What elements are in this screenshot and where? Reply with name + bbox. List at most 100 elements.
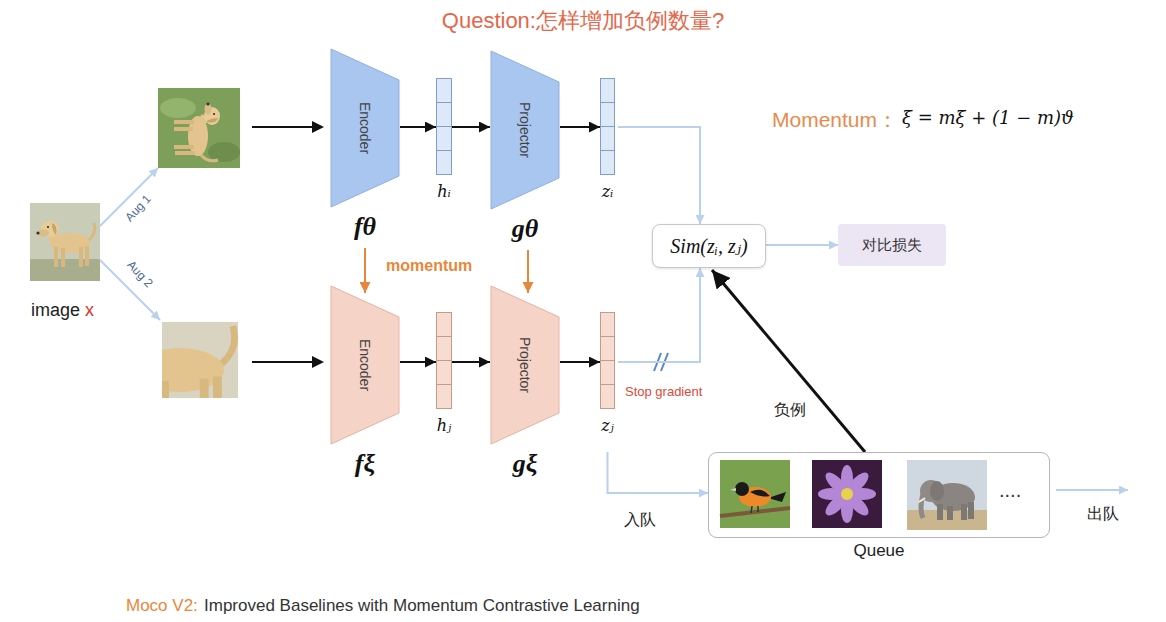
bird-photo [750, 490, 770, 497]
vector-cell [436, 336, 452, 361]
vector-cell [436, 360, 452, 385]
augmented-photo [162, 322, 238, 398]
connector-arrow [452, 361, 490, 363]
bird-photo [751, 506, 752, 513]
dog-photo [30, 203, 100, 281]
negative-queue: ....Queue [708, 452, 1050, 538]
dog-photo [30, 203, 100, 281]
connector-arrow [364, 248, 366, 293]
augmentation-label: Aug 1 [122, 191, 155, 225]
momentum-label: momentum [386, 257, 472, 275]
elephant-photo [947, 506, 953, 520]
input-label: image [31, 300, 80, 321]
vector-symbol: zⱼ [601, 416, 614, 436]
input-arrow [312, 121, 324, 133]
slide-title: Question:怎样增加负例数量? [0, 6, 1166, 36]
augmented-photo [208, 142, 240, 162]
elephant-photo [937, 504, 943, 520]
edge-label: 负例 [772, 400, 808, 421]
input-arrow [252, 126, 314, 128]
embedding-vector: zᵢ [600, 78, 615, 218]
block-label-area: Projector [490, 50, 560, 210]
block-shape [491, 286, 559, 444]
block-label: Projector [517, 102, 533, 158]
bird-photo [757, 506, 759, 512]
flower-photo [812, 460, 882, 528]
ellipsis-text: .... [999, 479, 1021, 502]
augmented-photo [106, 322, 238, 423]
vector-cell [600, 126, 615, 151]
dequeue-arrow [1056, 489, 1128, 491]
block-label-area: Encoder [330, 285, 400, 445]
connector-arrow [618, 268, 700, 362]
vector-cell [600, 150, 615, 175]
vector-cell [600, 102, 615, 127]
loss-box: 对比损失 [838, 224, 946, 266]
elephant-photo [907, 460, 987, 530]
projector-block: Projectorgθ [490, 50, 560, 250]
dog-photo [36, 221, 94, 267]
vector-symbol: zᵢ [602, 182, 614, 202]
block-label: Projector [517, 337, 533, 393]
dequeue-label: 出队 [1087, 504, 1119, 525]
augmented-photo [158, 88, 240, 168]
vector-cell [436, 312, 452, 337]
input-arrow [252, 121, 324, 368]
connector-arrow [527, 250, 529, 293]
augmentation-label: Aug 2 [124, 257, 157, 291]
similarity-box: Sim(zᵢ, zⱼ) [652, 224, 766, 268]
connector-arrow [400, 361, 436, 363]
flower-photo [841, 488, 853, 500]
feature-vector: hⱼ [436, 312, 452, 452]
augmented-photo [162, 322, 235, 398]
block-shape [331, 49, 399, 207]
title-text: Question:怎样增加负例数量? [442, 8, 724, 33]
elephant-photo [930, 481, 944, 501]
function-symbol: fξ [355, 449, 375, 479]
connector-arrow [560, 126, 600, 128]
caption-name: Moco V2: [126, 596, 198, 616]
augmented-photo [158, 88, 240, 168]
embedding-vector: zⱼ [600, 312, 615, 452]
vector-cell [600, 312, 615, 337]
block-label: Encoder [357, 339, 373, 391]
dequeue-arrow [1056, 489, 1128, 491]
feature-vector: hᵢ [436, 78, 452, 218]
elephant-photo [921, 494, 923, 518]
bird-photo [720, 508, 790, 516]
box-text: 对比损失 [862, 236, 922, 255]
block-shape [491, 51, 559, 209]
elephant-photo [907, 460, 987, 530]
connector-arrow [560, 361, 600, 363]
formula-name: Momentum： [772, 106, 898, 134]
elephant-photo [968, 502, 974, 519]
vector-cell [436, 78, 452, 103]
augmentation-arrow [100, 168, 160, 320]
block-label-area: Projector [490, 285, 560, 445]
bird-photo [720, 460, 790, 528]
vector-cell [600, 78, 615, 103]
input-symbol: x [85, 300, 94, 321]
vector-cell [436, 102, 452, 127]
connector-arrow [618, 127, 700, 224]
flower-photo [818, 465, 876, 523]
queue-title: Queue [853, 541, 904, 561]
bird-photo [730, 488, 736, 491]
elephant-photo [961, 504, 967, 520]
augmentation-arrow [100, 168, 158, 226]
vector-symbol: hⱼ [437, 416, 452, 436]
connector-arrow [712, 270, 865, 452]
input-arrow [312, 356, 324, 368]
caption-title: Improved Baselines with Momentum Contras… [204, 596, 640, 616]
encoder-block: Encoderfθ [330, 48, 400, 248]
block-shape [331, 286, 399, 444]
stop-gradient-note: Stop gradient [625, 384, 702, 399]
connector-arrow [608, 452, 709, 493]
function-symbol: gξ [513, 449, 538, 479]
momentum-formula: ξ = mξ + (1 − m)ϑ [902, 107, 1074, 128]
encoder-block: Encoder fξ [330, 285, 400, 485]
connector-arrow [766, 244, 838, 246]
vector-cell [436, 150, 452, 175]
